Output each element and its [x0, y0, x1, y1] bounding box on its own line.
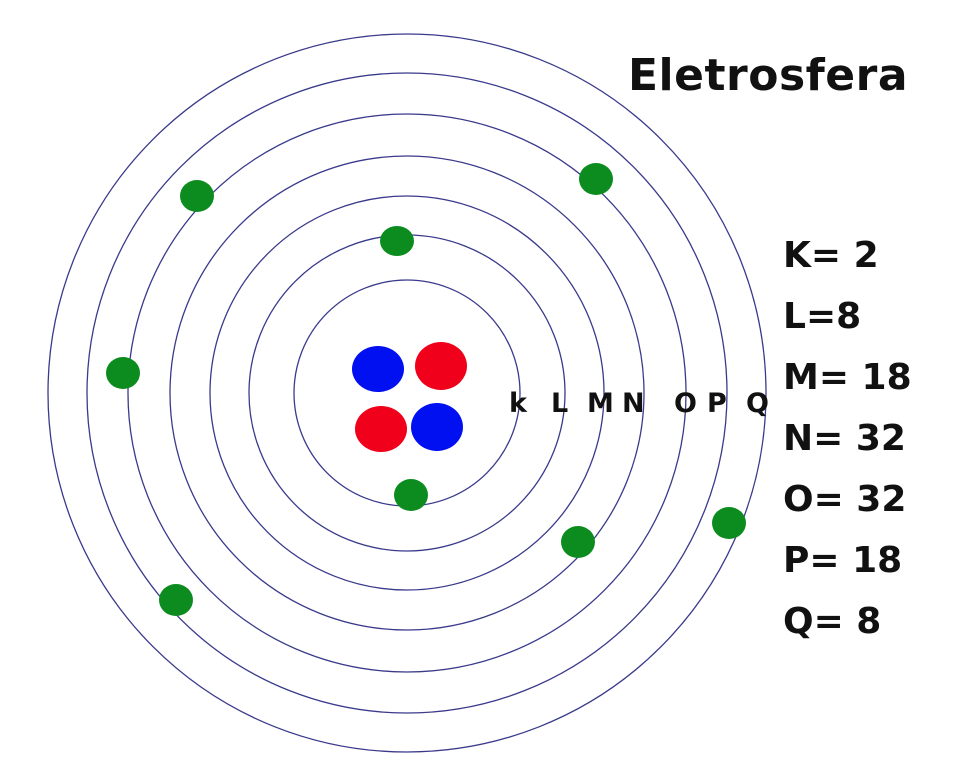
- shell-letter-p: P: [707, 388, 727, 419]
- orbit-q: [47, 33, 767, 753]
- electron: [561, 526, 595, 558]
- capacity-q: Q= 8: [783, 601, 882, 642]
- nucleus: [352, 342, 467, 452]
- orbit-m: [209, 195, 605, 591]
- capacity-m: M= 18: [783, 357, 912, 398]
- capacity-n: N= 32: [783, 418, 906, 459]
- shell-letters: k L M N O P Q: [509, 388, 769, 419]
- orbit-k: [293, 279, 521, 507]
- shell-letter-m: M: [587, 388, 614, 419]
- electron: [394, 479, 428, 511]
- capacity-l: L=8: [783, 296, 862, 337]
- electron: [159, 584, 193, 616]
- diagram-title: Eletrosfera: [628, 50, 909, 101]
- proton: [355, 406, 407, 452]
- electron: [106, 357, 140, 389]
- electron: [579, 163, 613, 195]
- electrons: [106, 163, 746, 616]
- electron: [180, 180, 214, 212]
- neutron: [352, 346, 404, 392]
- orbit-n: [169, 155, 645, 631]
- orbit-p: [86, 72, 728, 714]
- orbit-o: [127, 113, 687, 673]
- shell-letter-o: O: [674, 388, 697, 419]
- shell-letter-l: L: [551, 388, 568, 419]
- shell-letter-n: N: [622, 388, 645, 419]
- proton: [415, 342, 467, 390]
- orbits: [47, 33, 767, 753]
- shell-capacity-list: K= 2 L=8 M= 18 N= 32 O= 32 P= 18 Q= 8: [783, 230, 973, 657]
- capacity-k: K= 2: [783, 235, 879, 276]
- electron: [380, 226, 414, 256]
- capacity-p: P= 18: [783, 540, 903, 581]
- shell-letter-k: k: [509, 388, 528, 419]
- capacity-o: O= 32: [783, 479, 907, 520]
- neutron: [411, 403, 463, 451]
- electron: [712, 507, 746, 539]
- shell-letter-q: Q: [746, 388, 769, 419]
